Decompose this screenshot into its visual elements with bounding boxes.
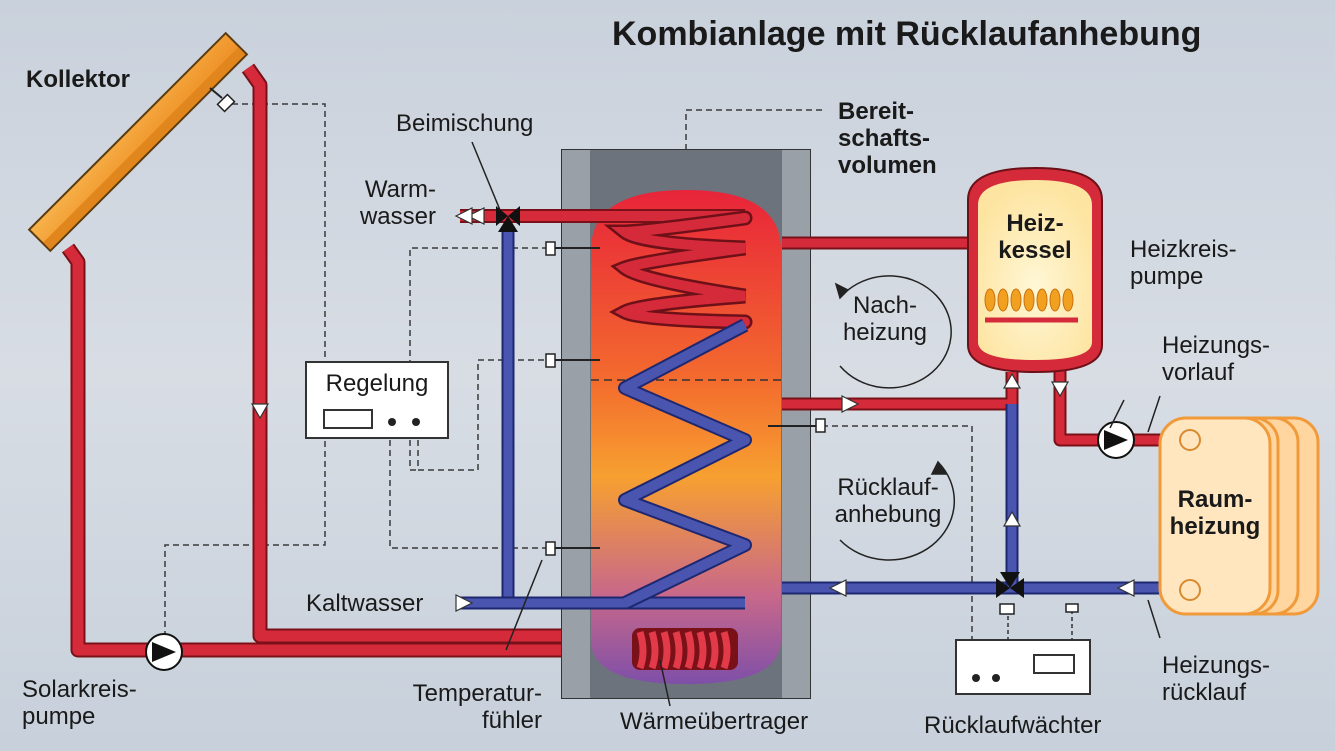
label-controller: Regelung (325, 370, 429, 397)
flame-icon (984, 288, 1074, 312)
radiator (1158, 416, 1320, 616)
label-standby-volume: Bereit-schafts-volumen (838, 98, 937, 179)
label-heating-pump: Heizkreis-pumpe (1130, 236, 1237, 290)
pointer-lines (471, 141, 1161, 707)
flow-arrow-icon (250, 207, 1135, 612)
sensor-icon (545, 241, 1079, 615)
label-return-raising: Rücklauf-anhebung (834, 474, 942, 528)
label-collector: Kollektor (26, 66, 131, 93)
label-return-monitor: Rücklaufwächter (924, 712, 1102, 739)
label-mixing: Beimischung (396, 110, 534, 137)
controller-box (305, 361, 449, 439)
sensor-icon (216, 93, 236, 113)
label-heating-return: Heizungs-rücklauf (1162, 652, 1271, 706)
pump-icon (145, 421, 1135, 671)
circulation-arrows (834, 275, 956, 561)
cold-water-line (460, 232, 752, 610)
label-heat-exchanger: Wärmeübertrager (620, 708, 809, 735)
solar-circuit (61, 63, 650, 658)
mixing-valve-icon (496, 206, 1024, 598)
label-hot-water: Warm-wasser (359, 176, 436, 230)
return-monitor-box (955, 610, 1091, 695)
label-heating-flow: Heizungs-vorlauf (1162, 332, 1271, 386)
hot-coil (603, 210, 753, 330)
label-reheating: Nach-heizung (842, 292, 928, 346)
solar-heat-exchanger (632, 628, 738, 670)
label-boiler: Heiz-kessel (998, 210, 1072, 264)
label-solar-pump: Solarkreis-pumpe (22, 676, 137, 730)
label-cold-water: Kaltwasser (306, 590, 424, 617)
label-room-heating: Raum-heizung (1169, 486, 1261, 540)
label-temperature-sensor: Temperatur-fühler (412, 680, 542, 734)
diagram-title: Kombianlage mit Rücklaufanhebung (612, 15, 1202, 53)
collector-panel (27, 31, 249, 253)
boiler (967, 166, 1103, 374)
